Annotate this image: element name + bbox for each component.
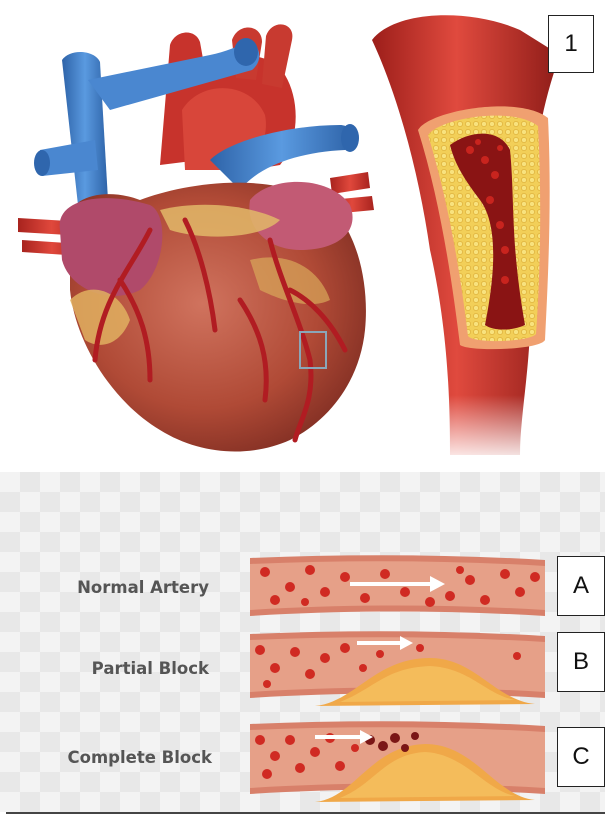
row-label-normal-artery: Normal Artery bbox=[77, 578, 209, 597]
normal-artery-diagram bbox=[245, 552, 550, 622]
tag-text-a: A bbox=[573, 572, 589, 600]
row-label-partial-block: Partial Block bbox=[92, 659, 209, 678]
heart bbox=[60, 182, 366, 452]
tag-box-b: B bbox=[557, 632, 605, 692]
tag-box-a: A bbox=[557, 556, 605, 616]
panel-number-text: 1 bbox=[564, 30, 577, 58]
partial-block-artery-diagram bbox=[245, 628, 550, 713]
heart-and-artery-illustration bbox=[0, 0, 605, 470]
tag-text-c: C bbox=[572, 743, 589, 771]
bottom-divider bbox=[6, 812, 605, 814]
row-label-complete-block: Complete Block bbox=[68, 748, 212, 767]
tag-text-b: B bbox=[573, 648, 589, 676]
panel-number-box: 1 bbox=[548, 15, 594, 73]
blocked-artery-cross-section bbox=[372, 15, 560, 465]
tag-box-c: C bbox=[557, 727, 605, 787]
complete-block-artery-diagram bbox=[245, 718, 550, 810]
